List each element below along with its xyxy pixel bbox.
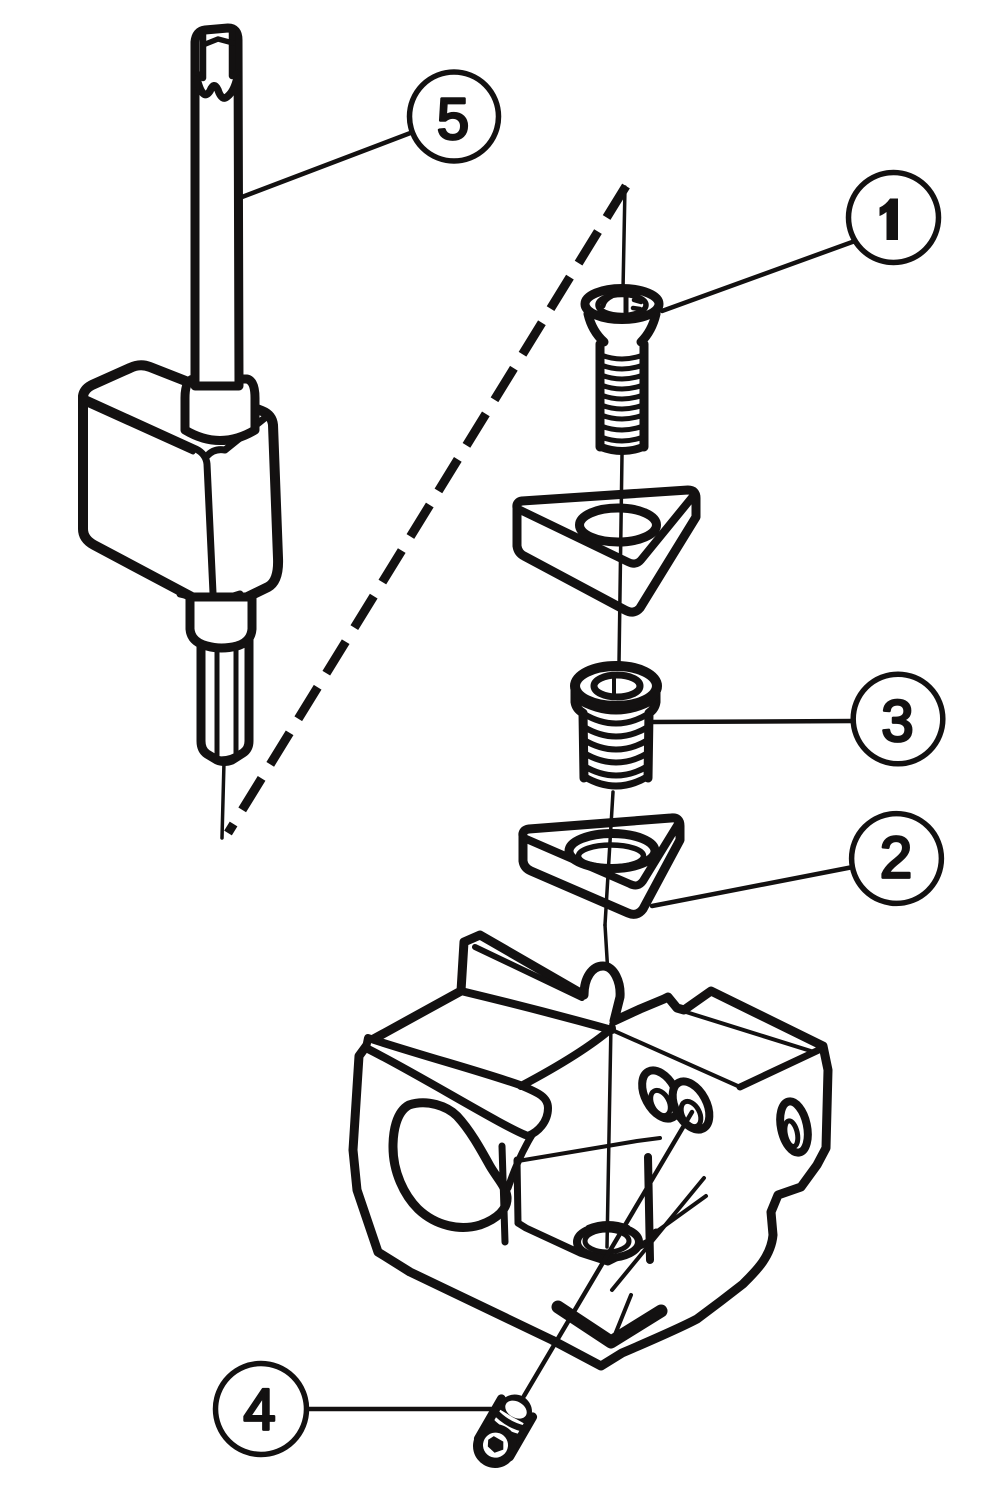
- svg-text:4: 4: [243, 1378, 275, 1443]
- svg-text:5: 5: [437, 87, 469, 152]
- svg-text:2: 2: [880, 826, 912, 891]
- svg-text:3: 3: [881, 689, 913, 754]
